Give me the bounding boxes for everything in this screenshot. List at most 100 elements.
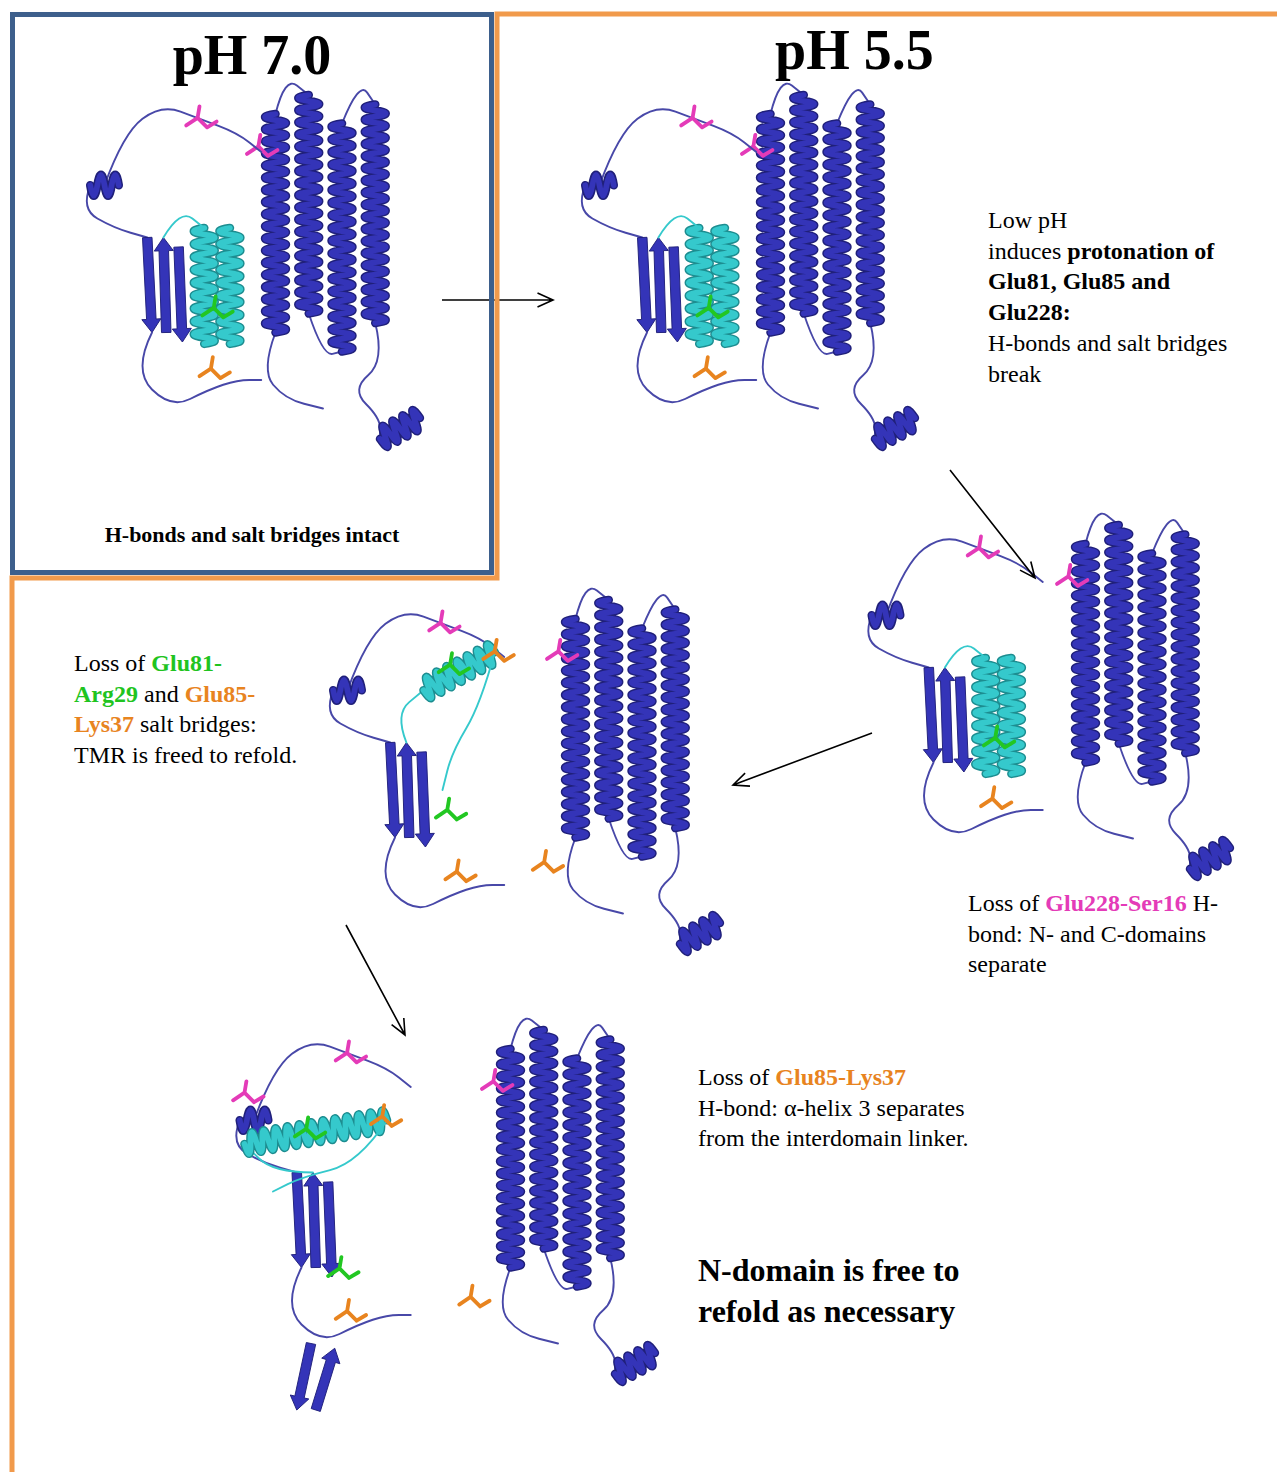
protein-structure — [233, 1019, 655, 1412]
step-arrow — [346, 925, 405, 1035]
residue-sticks — [186, 106, 216, 127]
alpha-helix — [1190, 840, 1230, 877]
alpha-helix — [533, 1030, 554, 1249]
loop — [763, 333, 818, 409]
alpha-helix — [1108, 525, 1129, 744]
residue-sticks — [981, 787, 1011, 808]
alpha-helix — [760, 114, 781, 333]
alpha-helix — [860, 105, 881, 324]
protein-structure — [87, 84, 420, 447]
alpha-helix — [1175, 535, 1196, 754]
alpha-helix — [1175, 535, 1196, 754]
annotation: Loss ofGlu228-Ser16H-bond: N- and C-doma… — [968, 888, 1268, 980]
loop — [886, 539, 1043, 615]
annotation-text: Low pH induces — [988, 207, 1067, 264]
annotation-text: Loss of — [74, 650, 145, 676]
alpha-helix — [500, 1049, 521, 1268]
residue-sticks — [336, 1300, 366, 1321]
beta-strand — [172, 247, 191, 342]
loop — [659, 828, 680, 942]
residue-label: Glu85-Lys37 — [775, 1064, 906, 1090]
annotation-text: Loss of — [968, 890, 1039, 916]
residue-sticks — [697, 296, 727, 317]
beta-strand — [649, 238, 668, 333]
beta-strand — [637, 237, 656, 332]
residue-sticks — [445, 860, 475, 881]
alpha-helix — [219, 228, 240, 344]
protein-structure — [582, 84, 915, 447]
residue-sticks — [202, 296, 232, 317]
alpha-helix — [793, 95, 814, 314]
alpha-helix — [1075, 544, 1096, 763]
alpha-helix — [615, 1345, 655, 1382]
alpha-helix — [760, 114, 781, 333]
annotation-text: N-domain is free to refold as necessary — [698, 1252, 960, 1329]
loop — [401, 690, 423, 742]
loop — [503, 1268, 558, 1344]
region-title: pH 5.5 — [775, 20, 934, 82]
alpha-helix — [875, 410, 915, 447]
loop — [658, 216, 699, 237]
alpha-helix — [332, 124, 353, 352]
alpha-helix — [194, 228, 215, 344]
beta-strand — [954, 677, 973, 772]
annotation: N-domain is free to refold as necessary — [698, 1250, 1028, 1332]
beta-strand — [415, 752, 434, 847]
loop — [854, 323, 875, 437]
loop — [1078, 763, 1133, 839]
alpha-helix — [1190, 840, 1230, 877]
loop — [105, 109, 262, 185]
annotation-text: H-bonds and salt bridges break — [988, 328, 1244, 389]
box-title: pH 7.0 — [173, 25, 332, 87]
alpha-helix — [665, 610, 686, 829]
alpha-helix — [875, 410, 915, 447]
alpha-helix — [265, 114, 286, 333]
alpha-helix — [860, 105, 881, 324]
alpha-helix — [90, 175, 119, 196]
residue-sticks — [695, 357, 725, 378]
alpha-helix — [1142, 554, 1163, 782]
annotation-text: Loss of — [698, 1064, 769, 1090]
annotation-text: and — [144, 681, 179, 707]
alpha-helix — [265, 114, 286, 333]
alpha-helix — [600, 1040, 621, 1259]
region-outline — [12, 14, 1277, 1472]
beta-strand — [291, 1172, 310, 1267]
loop — [163, 216, 204, 237]
annotation: Low pH inducesprotonation of Glu81, Glu8… — [988, 205, 1250, 389]
residue-sticks — [233, 1081, 263, 1102]
alpha-helix — [1142, 554, 1163, 782]
loop — [1169, 753, 1190, 867]
alpha-helix — [1001, 658, 1022, 774]
loop — [386, 838, 505, 908]
alpha-helix — [567, 1059, 588, 1287]
alpha-helix — [615, 1345, 655, 1382]
loop — [254, 1044, 411, 1120]
residue-sticks — [984, 726, 1014, 747]
alpha-helix — [872, 605, 901, 626]
alpha-helix — [333, 680, 362, 701]
loop — [568, 838, 623, 914]
loop — [600, 109, 757, 185]
alpha-helix — [714, 228, 735, 344]
protein-structure — [330, 589, 720, 952]
residue-sticks — [547, 640, 577, 661]
residue-sticks — [439, 653, 469, 674]
step-arrow — [733, 733, 872, 786]
residue-sticks — [968, 536, 998, 557]
alpha-helix — [565, 619, 586, 838]
n-domain — [330, 611, 563, 907]
beta-strand — [923, 667, 942, 762]
alpha-helix — [219, 228, 240, 344]
ph-box: pH 7.0H-bonds and salt bridges intact — [10, 12, 494, 575]
box-caption: H-bonds and salt bridges intact — [105, 522, 400, 548]
residue-sticks — [533, 851, 563, 872]
residue-sticks — [681, 106, 711, 127]
alpha-helix — [298, 95, 319, 314]
residue-sticks — [371, 1105, 401, 1126]
beta-strand — [936, 668, 955, 763]
residue-sticks — [429, 611, 459, 632]
beta-strand — [154, 238, 173, 333]
alpha-helix — [565, 619, 586, 838]
loop — [945, 646, 986, 667]
